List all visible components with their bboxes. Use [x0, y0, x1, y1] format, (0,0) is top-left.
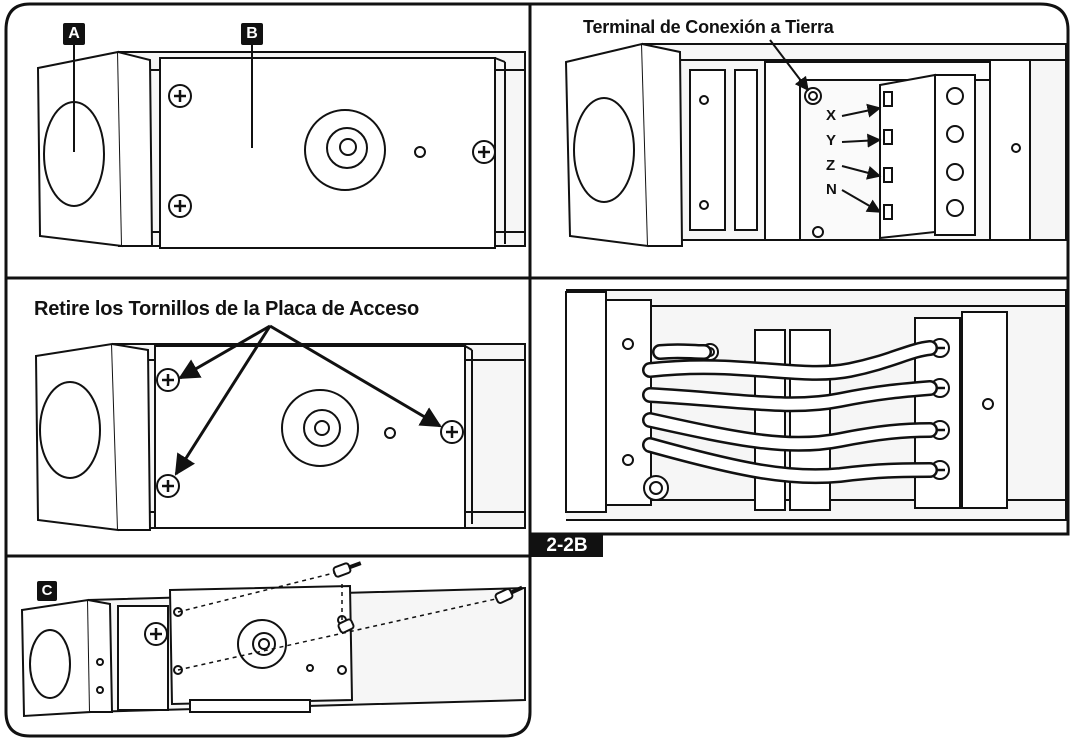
ground-terminal-label: Terminal de Conexión a Tierra [583, 17, 834, 37]
wire-label-x: X [826, 107, 837, 124]
wire-label-y: Y [826, 132, 837, 149]
screw-icon [167, 83, 193, 109]
panel-frame [4, 2, 1070, 738]
badge-a: A [63, 23, 85, 45]
panel-5-exploded-view [20, 584, 526, 718]
wire-label-n: N [826, 181, 837, 198]
panel-1-closed-box [36, 50, 526, 249]
loose-screws [332, 561, 523, 634]
screw-icon [439, 419, 465, 445]
badge-c: C [37, 581, 57, 601]
screw-icon [167, 193, 193, 219]
panel-2-open-box [564, 42, 1067, 248]
badge-b: B [241, 23, 263, 45]
wire-label-z: Z [826, 157, 836, 174]
screw-icon [143, 621, 169, 647]
screw-icon [471, 139, 497, 165]
screw-icon [155, 367, 181, 393]
exploded-dashed-lines [177, 571, 501, 671]
remove-screws-label: Retire los Tornillos de la Placa de Acce… [34, 298, 420, 320]
panel-3-plate-screws [34, 342, 526, 532]
conductor-wires-fill [644, 342, 936, 482]
screw-arrows [174, 324, 442, 476]
wire-label-arrows [769, 39, 882, 213]
screw-icon [155, 473, 181, 499]
figure-tag: 2-2B [531, 535, 603, 557]
callout-lines-ab [73, 42, 253, 152]
